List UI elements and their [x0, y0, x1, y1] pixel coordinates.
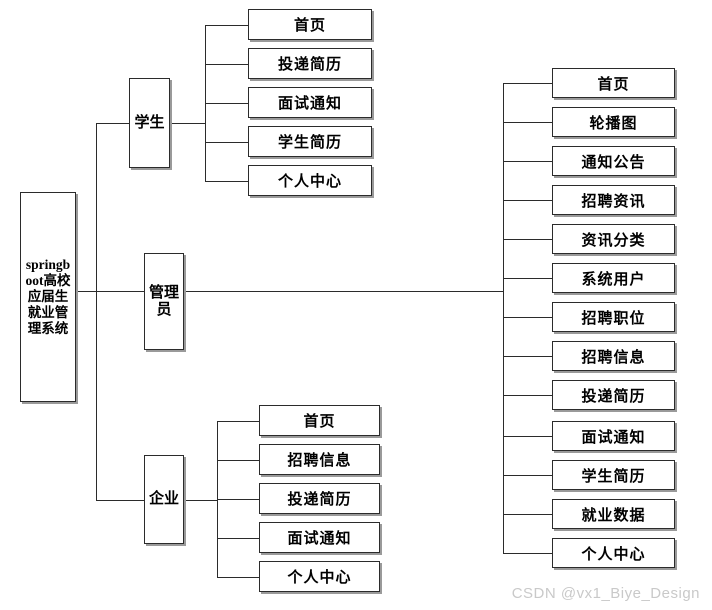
connector-admin-item-11 — [503, 475, 552, 476]
connector-student-to-bus — [170, 123, 206, 124]
connector-trunk-to-student — [96, 123, 129, 124]
connector-admin-item-13 — [503, 553, 552, 554]
connector-admin-item-4 — [503, 200, 552, 201]
connector-admin-bus — [503, 83, 504, 553]
connector-enterprise-to-bus — [184, 500, 217, 501]
admin-item-student-resume[interactable]: 学生简历 — [552, 460, 675, 490]
connector-student-item-1 — [205, 25, 248, 26]
enterprise-item-interview-notice[interactable]: 面试通知 — [259, 522, 380, 553]
connector-enterprise-item-3 — [217, 499, 259, 500]
connector-admin-item-2 — [503, 122, 552, 123]
student-item-student-resume[interactable]: 学生简历 — [248, 126, 372, 157]
admin-item-recruitment-info[interactable]: 招聘信息 — [552, 341, 675, 371]
connector-admin-item-6 — [503, 278, 552, 279]
connector-student-item-5 — [205, 181, 248, 182]
student-item-personal-center[interactable]: 个人中心 — [248, 165, 372, 196]
root-node-system-title[interactable]: springboot高校应届生就业管理系统 — [20, 192, 76, 402]
admin-item-interview-notice[interactable]: 面试通知 — [552, 421, 675, 451]
admin-item-recruitment-news[interactable]: 招聘资讯 — [552, 185, 675, 215]
watermark-text: CSDN @vx1_Biye_Design — [511, 585, 700, 602]
connector-student-item-2 — [205, 64, 248, 65]
connector-trunk-to-admin — [96, 291, 144, 292]
connector-main-trunk — [96, 123, 97, 501]
connector-trunk-to-enterprise — [96, 500, 144, 501]
admin-item-personal-center[interactable]: 个人中心 — [552, 538, 675, 568]
connector-admin-to-bus — [184, 291, 504, 292]
connector-admin-item-10 — [503, 436, 552, 437]
connector-admin-item-1 — [503, 83, 552, 84]
connector-root-to-trunk — [75, 291, 97, 292]
admin-item-recruitment-position[interactable]: 招聘职位 — [552, 302, 675, 332]
student-item-home[interactable]: 首页 — [248, 9, 372, 40]
connector-admin-item-9 — [503, 395, 552, 396]
student-item-interview-notice[interactable]: 面试通知 — [248, 87, 372, 118]
connector-enterprise-item-4 — [217, 538, 259, 539]
enterprise-item-personal-center[interactable]: 个人中心 — [259, 561, 380, 592]
role-node-enterprise[interactable]: 企业 — [144, 455, 184, 544]
admin-item-system-user[interactable]: 系统用户 — [552, 263, 675, 293]
role-node-admin[interactable]: 管理员 — [144, 253, 184, 350]
enterprise-item-home[interactable]: 首页 — [259, 405, 380, 436]
connector-admin-item-12 — [503, 514, 552, 515]
connector-student-item-4 — [205, 142, 248, 143]
admin-item-submitted-resume[interactable]: 投递简历 — [552, 380, 675, 410]
connector-admin-item-8 — [503, 356, 552, 357]
student-item-submitted-resume[interactable]: 投递简历 — [248, 48, 372, 79]
connector-enterprise-item-2 — [217, 460, 259, 461]
connector-admin-item-3 — [503, 161, 552, 162]
connector-admin-item-5 — [503, 239, 552, 240]
admin-item-announcement[interactable]: 通知公告 — [552, 146, 675, 176]
connector-enterprise-item-5 — [217, 577, 259, 578]
connector-student-item-3 — [205, 103, 248, 104]
connector-enterprise-item-1 — [217, 421, 259, 422]
admin-item-news-category[interactable]: 资讯分类 — [552, 224, 675, 254]
enterprise-item-recruitment-info[interactable]: 招聘信息 — [259, 444, 380, 475]
connector-admin-item-7 — [503, 317, 552, 318]
enterprise-item-submitted-resume[interactable]: 投递简历 — [259, 483, 380, 514]
admin-item-employment-data[interactable]: 就业数据 — [552, 499, 675, 529]
admin-item-home[interactable]: 首页 — [552, 68, 675, 98]
role-node-student[interactable]: 学生 — [129, 78, 170, 168]
admin-item-carousel[interactable]: 轮播图 — [552, 107, 675, 137]
